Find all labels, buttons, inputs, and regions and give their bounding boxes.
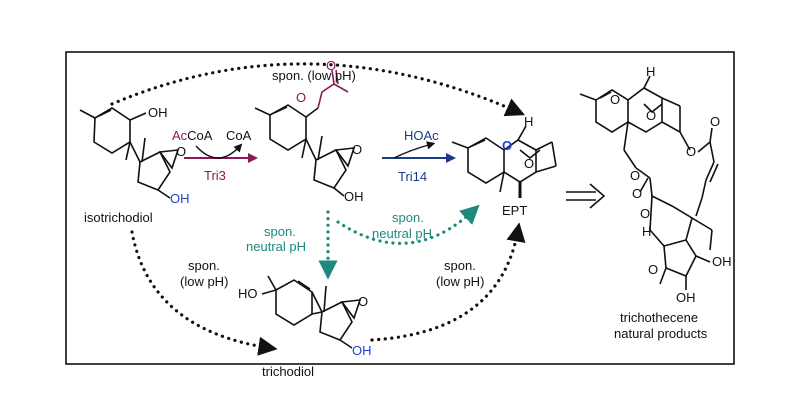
coa-label: CoA: [226, 128, 252, 143]
spon-neutral-ph-right-label-b: neutral pH: [372, 226, 432, 241]
isotrichodiol-structure: [79, 107, 180, 199]
tricho-oh-1: OH: [712, 254, 732, 269]
hoac-label: HOAc: [404, 128, 439, 143]
spon-low-ph-right-label-b: (low pH): [436, 274, 484, 289]
tri3-label: Tri3: [204, 168, 226, 183]
isotrichodiol-oh-blue: OH: [170, 191, 190, 206]
tricho-oh-2: OH: [676, 290, 696, 305]
spon-low-ph-right-arrow: [370, 222, 526, 342]
scheme-frame: [65, 51, 735, 365]
trichothecene-structure: [579, 75, 719, 290]
tricho-o-6: O: [632, 186, 642, 201]
spon-low-ph-left-label-b: (low pH): [180, 274, 228, 289]
trichodiol-epoxide-o: O: [358, 294, 368, 309]
ept-h: H: [524, 114, 533, 129]
tricho-h-2: H: [642, 224, 651, 239]
ept-label: EPT: [502, 203, 527, 218]
trichothecene-label-a: trichothecene: [620, 310, 698, 325]
tricho-o-5: O: [630, 168, 640, 183]
spon-neutral-ph-right-label-a: spon.: [392, 210, 424, 225]
tricho-o-3: O: [686, 144, 696, 159]
spon-low-ph-right-label-a: spon.: [444, 258, 476, 273]
accoa-curved-arrow: [195, 143, 243, 159]
tri14-label: Tri14: [398, 169, 427, 184]
ept-epoxide-o: O: [524, 156, 534, 171]
isotrichodiol-oh-top: OH: [148, 105, 168, 120]
tricho-o-1: O: [610, 92, 620, 107]
trichodiol-ho: HO: [238, 286, 258, 301]
spon-low-ph-left-label-a: spon.: [188, 258, 220, 273]
isotrichodiol-epoxide-o: O: [176, 144, 186, 159]
retro-arrow: [566, 183, 606, 209]
accoa-label: AcCoA: [172, 128, 213, 143]
hoac-curved-arrow: [393, 141, 436, 159]
ept-o-blue: O: [502, 138, 512, 153]
spon-neutral-ph-right-arrow: [336, 204, 480, 245]
acetylated-oh: OH: [344, 189, 364, 204]
acetylated-intermediate-structure: [254, 69, 356, 197]
tricho-o-4: O: [710, 114, 720, 129]
trichodiol-oh-blue: OH: [352, 343, 372, 358]
trichothecene-label-b: natural products: [614, 326, 708, 341]
isotrichodiol-label: isotrichodiol: [84, 210, 153, 225]
spon-low-ph-left-arrow: [130, 230, 278, 356]
trichodiol-label: trichodiol: [262, 364, 314, 379]
trichodiol-structure: [261, 275, 362, 349]
tricho-o-8: O: [648, 262, 658, 277]
tricho-o-7: O: [640, 206, 650, 221]
acetate-o-ester: O: [296, 90, 306, 105]
spon-neutral-ph-down-label-b: neutral pH: [246, 239, 306, 254]
ept-structure: [451, 125, 557, 198]
acetylated-epoxide-o: O: [352, 142, 362, 157]
spon-neutral-ph-down-label-a: spon.: [264, 224, 296, 239]
tricho-h: H: [646, 64, 655, 79]
spon-low-ph-top-arrow: [110, 62, 526, 117]
tricho-o-2: O: [646, 108, 656, 123]
spon-low-ph-top-label: spon. (low pH): [272, 68, 356, 83]
